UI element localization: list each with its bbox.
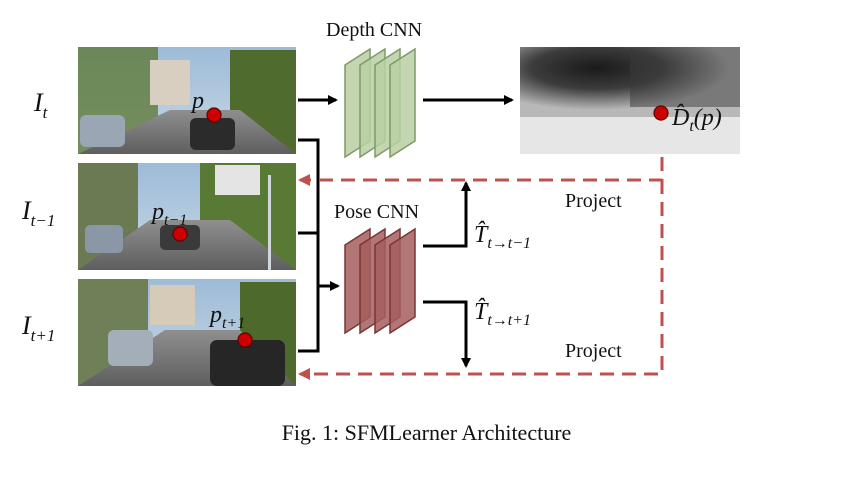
- flow-arrows: [298, 95, 514, 368]
- point-marker-t: [206, 107, 222, 123]
- pose-output-t-plus-1: T̂t→t+1: [474, 298, 531, 329]
- frame-image-t-minus-1: [78, 163, 296, 270]
- frame-image-t-plus-1: [78, 279, 296, 386]
- depth-output-label: D̂t(p): [671, 104, 722, 135]
- pose-output-t-minus-1: T̂t→t−1: [474, 221, 531, 252]
- point-label-t: p: [190, 88, 204, 114]
- point-label-t-minus-1: pt−1: [150, 199, 187, 229]
- project-arrows: [298, 157, 664, 380]
- project-label-bottom: Project: [565, 340, 622, 362]
- frame-label-t: It: [33, 88, 49, 122]
- depth-cnn-block: [344, 47, 416, 159]
- project-label-top: Project: [565, 190, 622, 212]
- point-marker-t-plus-1: [237, 332, 253, 348]
- pose-cnn-label: Pose CNN: [334, 201, 419, 223]
- point-label-t-plus-1: pt+1: [208, 302, 245, 332]
- frame-image-t: [78, 47, 296, 154]
- depth-map-image: [520, 47, 740, 154]
- point-marker-t-minus-1: [172, 226, 188, 242]
- pose-cnn-block: [344, 227, 416, 335]
- depth-point-marker: [653, 105, 669, 121]
- sfmlearner-diagram: It It−1 It+1 p pt−1 pt+1 Depth CNN D̂t(p…: [21, 19, 740, 386]
- depth-cnn-label: Depth CNN: [326, 19, 422, 41]
- frame-label-t-plus-1: It+1: [21, 311, 55, 345]
- figure-caption: Fig. 1: SFMLearner Architecture: [281, 420, 572, 445]
- frame-label-t-minus-1: It−1: [21, 196, 55, 230]
